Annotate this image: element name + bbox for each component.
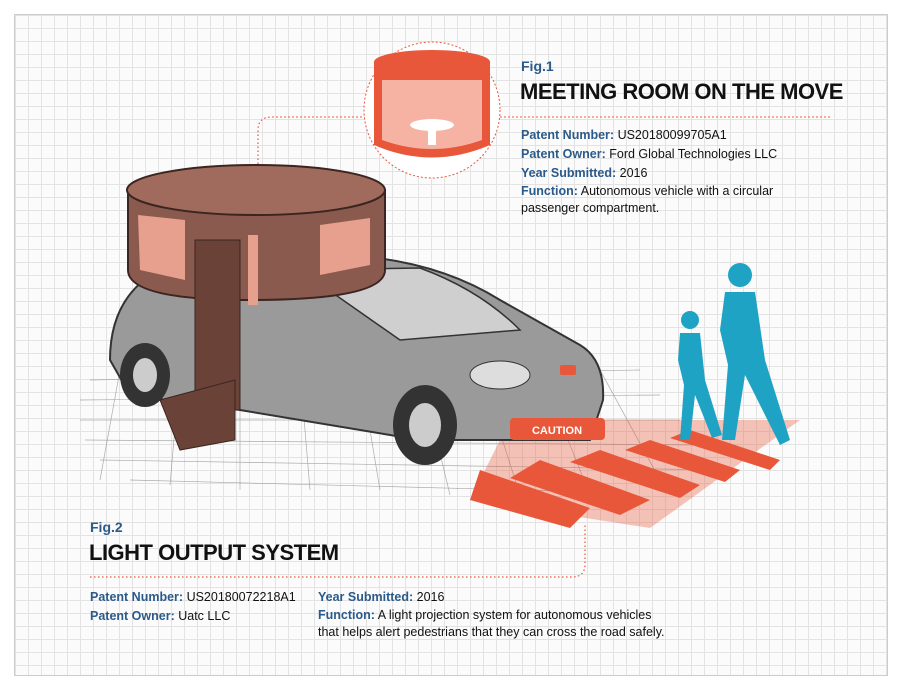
fig1-label: Fig.1 (521, 58, 554, 74)
label: Year Submitted: (521, 166, 617, 180)
fig2-patent-owner: Patent Owner: Uatc LLC (90, 607, 230, 626)
label: Year Submitted: (318, 590, 414, 604)
fig1-patent-number: Patent Number: US20180099705A1 (521, 126, 727, 145)
fig2-connector (90, 525, 586, 578)
value: 2016 (619, 166, 648, 180)
value: Autonomous vehicle with a circular passe… (521, 184, 774, 215)
value: Ford Global Technologies LLC (609, 147, 778, 161)
crosswalk-projection (470, 420, 800, 528)
pedestrian-figures (678, 263, 790, 445)
fig1-year: Year Submitted: 2016 (521, 164, 647, 183)
value: A light projection system for autonomous… (318, 608, 665, 639)
fig1-connector (257, 116, 830, 200)
fig2-function: Function: A light projection system for … (318, 607, 668, 641)
room-detail-icon (374, 50, 490, 158)
fig1-function: Function: Autonomous vehicle with a circ… (521, 183, 801, 217)
fig2-label: Fig.2 (90, 519, 123, 535)
fig2-patent-number: Patent Number: US20180072218A1 (90, 588, 296, 607)
label: Patent Owner: (521, 147, 606, 161)
label: Function: (318, 608, 375, 622)
label: Patent Owner: (90, 609, 175, 623)
value: US20180072218A1 (186, 590, 296, 604)
label: Patent Number: (90, 590, 184, 604)
fig2-title: LIGHT OUTPUT SYSTEM (89, 540, 339, 565)
value: 2016 (416, 590, 445, 604)
caution-plate: CAUTION (532, 425, 582, 437)
value: US20180099705A1 (617, 128, 727, 142)
fig1-patent-owner: Patent Owner: Ford Global Technologies L… (521, 145, 777, 164)
circular-passenger-compartment (126, 164, 386, 451)
label: Patent Number: (521, 128, 615, 142)
label: Function: (521, 184, 578, 198)
value: Uatc LLC (178, 609, 231, 623)
fig2-year: Year Submitted: 2016 (318, 588, 444, 607)
fig1-title: MEETING ROOM ON THE MOVE (520, 79, 843, 104)
